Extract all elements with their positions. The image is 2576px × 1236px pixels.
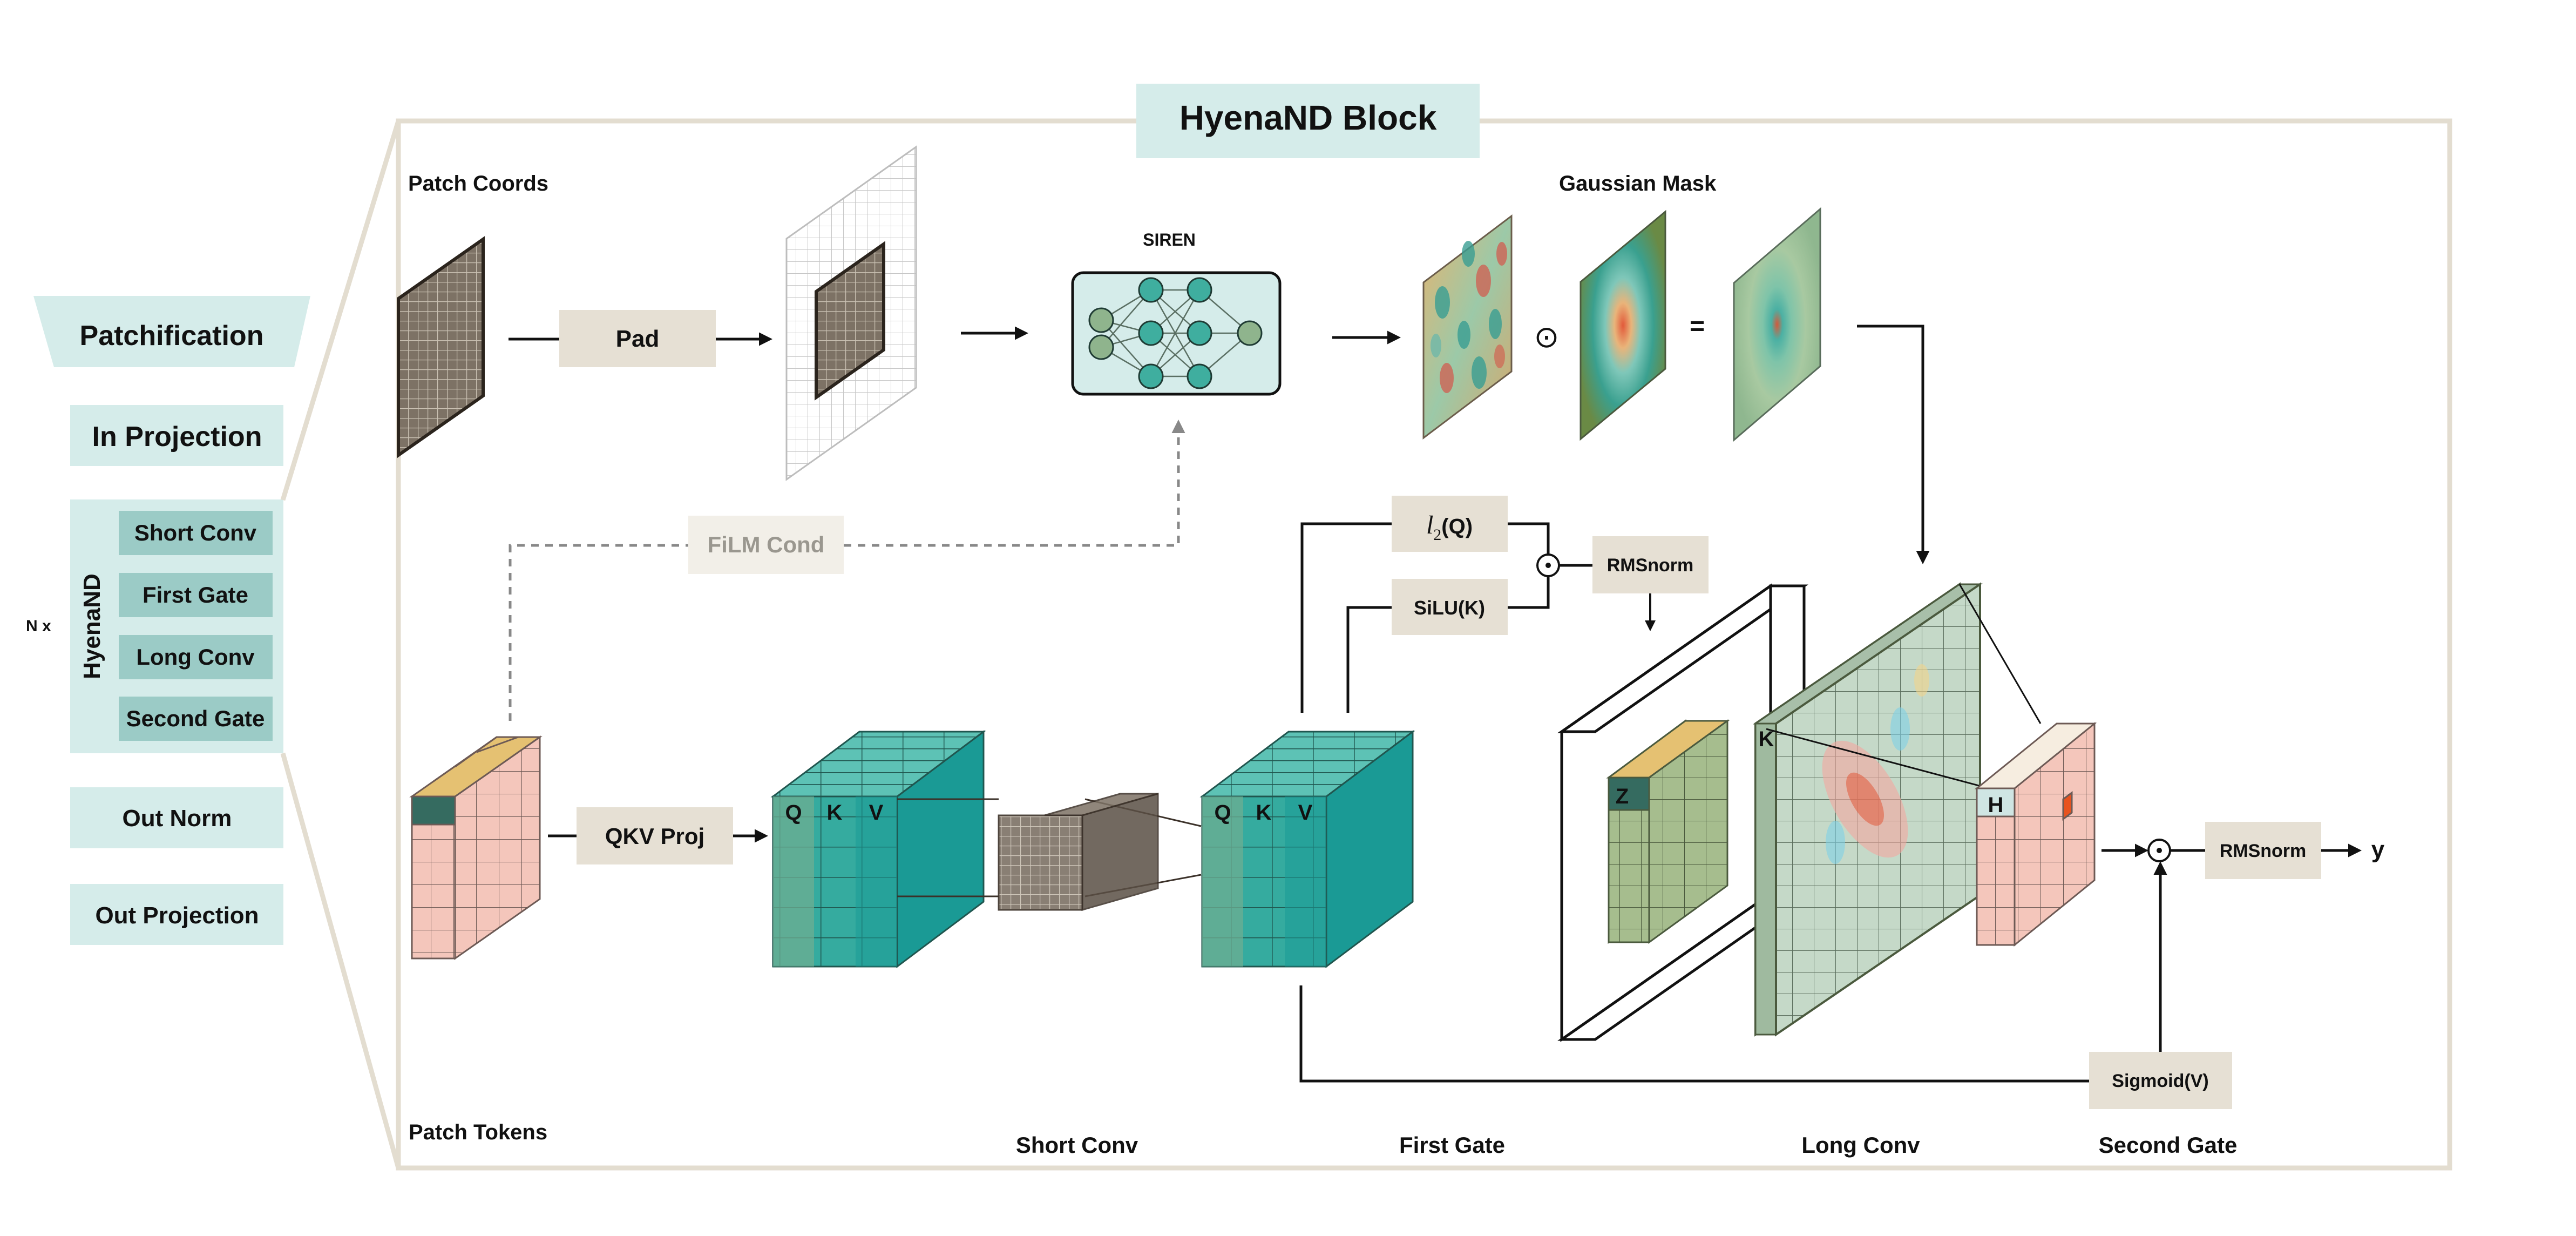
l2q-subscript: 2 xyxy=(1433,526,1441,544)
line-silu-odot xyxy=(1508,577,1550,609)
out-projection-label: Out Projection xyxy=(95,902,259,929)
line-l2q-odot xyxy=(1508,522,1550,554)
odot-mask: ⊙ xyxy=(1534,320,1560,354)
pad-box xyxy=(559,310,716,367)
rmsnorm-2-label: RMSnorm xyxy=(2220,841,2307,861)
siren-nodes xyxy=(1088,277,1263,389)
block-title: HyenaND Block xyxy=(1179,98,1437,137)
second-gate-stage-label: Second Gate xyxy=(2099,1132,2238,1158)
h-label: H xyxy=(1988,793,2004,817)
l2q-arg: (Q) xyxy=(1441,515,1473,538)
silu-k-box xyxy=(1392,579,1508,635)
odot-first-gate-dot xyxy=(1545,563,1551,568)
line-v-sigmoid xyxy=(1299,985,2089,1083)
patch-tokens-cube xyxy=(409,735,543,960)
sigmoid-v-label: Sigmoid(V) xyxy=(2112,1071,2208,1091)
l2q-box xyxy=(1392,496,1508,552)
film-dashed-left xyxy=(509,544,688,721)
sub-second-gate-label: Second Gate xyxy=(126,706,265,731)
short-conv-kernel xyxy=(897,793,1202,911)
hyenand-block-frame: HyenaND Block xyxy=(280,84,2452,1171)
odot-second-gate-dot xyxy=(2157,848,2162,853)
block-frame xyxy=(396,118,2452,1171)
rmsnorm-2-box xyxy=(2205,822,2321,879)
frame-connector-top xyxy=(280,120,401,501)
block-title-box xyxy=(1136,84,1480,158)
patch-coords-label: Patch Coords xyxy=(408,172,548,195)
z-cube: Z xyxy=(1606,719,1730,944)
patchification-label: Patchification xyxy=(80,320,264,352)
nx-label: N x xyxy=(26,617,51,635)
hyenand-label: HyenaND xyxy=(79,573,105,679)
qkv-proj-box xyxy=(577,807,733,864)
sub-long-conv-label: Long Conv xyxy=(136,644,255,670)
out-projection-box xyxy=(70,884,283,945)
q-label-1: Q xyxy=(785,801,802,825)
arrow-filter-longconv xyxy=(1857,325,1930,564)
film-dashed-right xyxy=(844,420,1185,547)
siren-label: SIREN xyxy=(1143,230,1196,249)
out-norm-box xyxy=(70,787,283,848)
frame-connector-bottom xyxy=(280,752,401,1169)
masked-filter-map xyxy=(1733,207,1821,442)
sub-short-conv-label: Short Conv xyxy=(134,520,257,545)
film-cond: FiLM Cond xyxy=(509,420,1185,721)
sidebar: Patchification In Projection N x HyenaND… xyxy=(26,296,310,945)
sub-second-gate-box xyxy=(119,697,273,741)
film-cond-label: FiLM Cond xyxy=(708,532,825,557)
out-norm-label: Out Norm xyxy=(123,805,232,832)
sigmoid-v-box xyxy=(2089,1052,2232,1109)
short-conv-stage-label: Short Conv xyxy=(1016,1132,1138,1158)
sub-first-gate-label: First Gate xyxy=(143,582,248,607)
qkv-proj-label: QKV Proj xyxy=(605,823,704,849)
siren-filter-map xyxy=(1422,214,1513,440)
patch-tokens-label: Patch Tokens xyxy=(409,1120,547,1144)
pad-label: Pad xyxy=(616,326,660,352)
v-label-1: V xyxy=(869,801,884,825)
silu-k-label: SiLU(K) xyxy=(1414,597,1485,619)
output-y-label: y xyxy=(2371,836,2385,863)
padded-grid-inner xyxy=(815,241,885,401)
long-conv-stage-label: Long Conv xyxy=(1801,1132,1920,1158)
in-projection-box xyxy=(70,405,283,466)
rmsnorm-1-box xyxy=(1592,536,1709,593)
qkv-cube-2: Q K V xyxy=(1199,730,1415,968)
gaussian-mask-map xyxy=(1580,210,1666,441)
bottom-row: Patch Tokens Short Conv First Gate Long … xyxy=(409,496,2385,1158)
equals-sign: = xyxy=(1690,312,1705,341)
gaussian-mask-label: Gaussian Mask xyxy=(1559,172,1717,195)
v-label-2: V xyxy=(1298,801,1313,825)
line-q-l2q xyxy=(1300,522,1392,713)
rmsnorm-1-label: RMSnorm xyxy=(1607,555,1694,576)
patch-coords-grid xyxy=(397,236,485,458)
q-label-2: Q xyxy=(1214,801,1231,825)
k-label-long: K xyxy=(1759,727,1774,751)
sub-short-conv-box xyxy=(119,511,273,555)
top-row: Patch Coords Gaussian Mask Pad SIREN xyxy=(397,145,1930,564)
l2q-label: l2(Q) xyxy=(1426,511,1473,544)
k-label-2: K xyxy=(1256,801,1272,825)
k-label-1: K xyxy=(827,801,843,825)
line-k-silu xyxy=(1346,606,1392,713)
first-gate-stage-label: First Gate xyxy=(1399,1132,1505,1158)
in-projection-label: In Projection xyxy=(92,421,262,452)
qkv-cube-1: Q K V xyxy=(770,730,986,968)
sub-long-conv-box xyxy=(119,635,273,679)
patchification-box xyxy=(33,296,310,367)
film-cond-box xyxy=(688,516,844,574)
h-cube: H xyxy=(1766,584,2097,947)
z-label: Z xyxy=(1616,785,1629,808)
sub-first-gate-box xyxy=(119,573,273,617)
